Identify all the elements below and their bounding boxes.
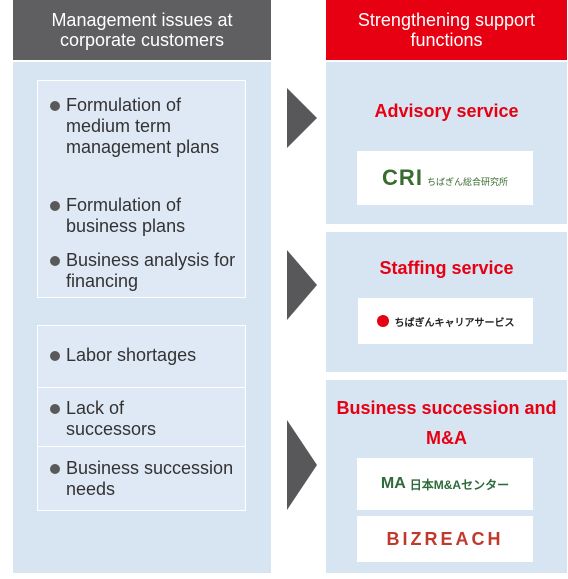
bullet-text: Labor shortages bbox=[66, 345, 197, 365]
career-service-logo-text: ちばぎんキャリアサービス bbox=[394, 317, 515, 329]
cri-logo-mark: CRI bbox=[382, 165, 423, 190]
nihon-ma-center-logo: MA 日本M&Aセンター bbox=[357, 458, 533, 510]
right-header-text: Strengthening support functions bbox=[357, 10, 536, 50]
flame-logo-icon bbox=[376, 315, 389, 327]
staffing-title: Staffing service bbox=[379, 258, 514, 278]
cri-logo-subtext: ちばぎん総合研究所 bbox=[426, 176, 508, 187]
issue-group-1 bbox=[37, 80, 246, 298]
arrow-right-icon bbox=[287, 88, 317, 148]
bullet-text: Business succession needs bbox=[66, 458, 234, 499]
right-header: Strengthening support functions bbox=[326, 0, 567, 60]
bullet-dot-icon bbox=[50, 201, 60, 211]
nihon-ma-center-text: 日本M&Aセンター bbox=[409, 477, 510, 492]
divider bbox=[38, 446, 245, 447]
succession-title: Business succession and M&A bbox=[336, 398, 557, 448]
bullet-dot-icon bbox=[50, 351, 60, 361]
bullet-item: Formulation of medium term management pl… bbox=[50, 95, 250, 158]
cri-logo: CRI ちばぎん総合研究所 bbox=[357, 151, 533, 205]
bullet-text: Formulation of medium term management pl… bbox=[66, 95, 220, 157]
arrow-right-icon bbox=[287, 250, 317, 320]
left-header: Management issues at corporate customers bbox=[13, 0, 271, 60]
bizreach-logo-text: BIZREACH bbox=[386, 528, 504, 549]
left-header-text: Management issues at corporate customers bbox=[51, 10, 233, 50]
career-service-logo: ちばぎんキャリアサービス bbox=[358, 298, 533, 344]
bullet-item: Labor shortages bbox=[50, 345, 250, 366]
nihon-ma-prefix: MA bbox=[380, 475, 406, 492]
bullet-text: Formulation of business plans bbox=[66, 195, 186, 236]
issue-group-2 bbox=[37, 325, 246, 511]
bullet-text: Business analysis for financing bbox=[66, 250, 236, 291]
bullet-item: Business succession needs bbox=[50, 458, 250, 500]
bullet-dot-icon bbox=[50, 256, 60, 266]
advisory-title: Advisory service bbox=[374, 101, 519, 121]
arrow-right-icon bbox=[287, 420, 317, 510]
bullet-dot-icon bbox=[50, 101, 60, 111]
bizreach-logo: BIZREACH bbox=[357, 516, 533, 562]
bullet-item: Lack of successors bbox=[50, 398, 250, 440]
divider bbox=[38, 387, 245, 388]
bullet-dot-icon bbox=[50, 464, 60, 474]
bullet-item: Formulation of business plans bbox=[50, 195, 250, 237]
bullet-item: Business analysis for financing bbox=[50, 250, 250, 292]
bullet-text: Lack of successors bbox=[66, 398, 157, 439]
bullet-dot-icon bbox=[50, 404, 60, 414]
